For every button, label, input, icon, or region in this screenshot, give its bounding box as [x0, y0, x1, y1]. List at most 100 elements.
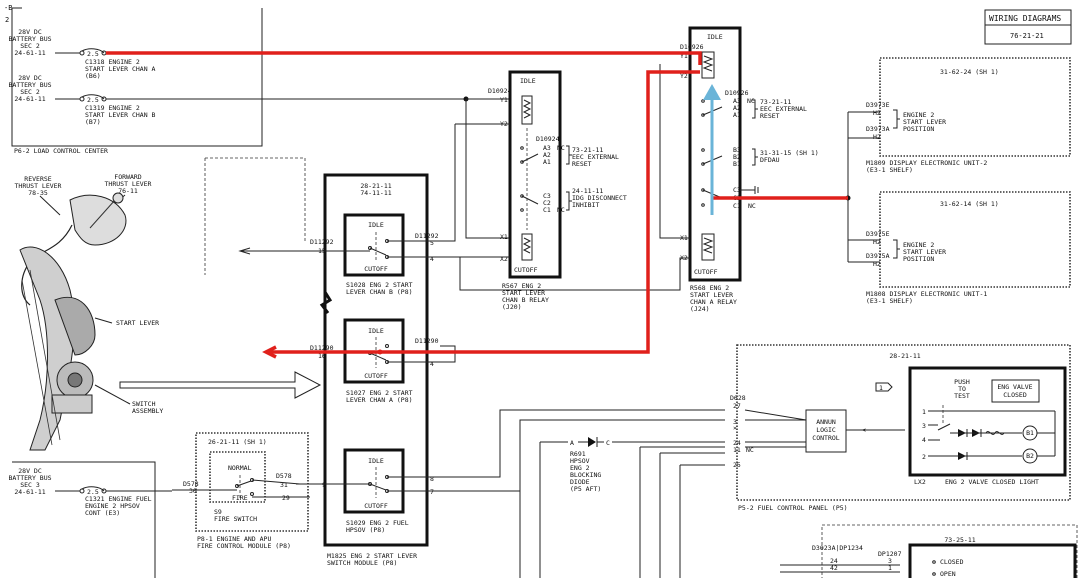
svg-text:LEVER CHAN B (P8): LEVER CHAN B (P8): [346, 288, 413, 296]
svg-text:31-62-24 (SH 1): 31-62-24 (SH 1): [940, 68, 999, 76]
svg-text:31-62-14 (SH 1): 31-62-14 (SH 1): [940, 200, 999, 208]
svg-text:S1028 ENG 2 START: S1028 ENG 2 START: [346, 281, 413, 289]
svg-text:P8-1 ENGINE AND APU: P8-1 ENGINE AND APU: [197, 535, 271, 543]
svg-text:31-31-15 (SH 1): 31-31-15 (SH 1): [760, 149, 819, 157]
svg-text:START LEVER: START LEVER: [690, 291, 733, 299]
svg-text:16: 16: [318, 352, 326, 360]
svg-text:BATTERY BUS: BATTERY BUS: [8, 474, 51, 482]
svg-text:H2: H2: [873, 109, 881, 117]
svg-text:(P5 AFT): (P5 AFT): [570, 485, 601, 493]
svg-text:SEC 2: SEC 2: [20, 42, 40, 50]
svg-text:CUTOFF: CUTOFF: [364, 502, 388, 510]
svg-text:TO: TO: [958, 385, 966, 393]
svg-text:4: 4: [922, 436, 926, 444]
switch-module-m1825: 28-21-11 74-11-11 M1825 ENG 2 START LEVE…: [238, 173, 440, 567]
svg-text:B1: B1: [1026, 429, 1034, 437]
svg-text:24-61-11: 24-61-11: [14, 95, 45, 103]
svg-text:DFDAU: DFDAU: [760, 156, 780, 164]
svg-text:D3973A: D3973A: [866, 125, 890, 133]
svg-text:76-11: 76-11: [118, 187, 138, 195]
svg-text:M1808 DISPLAY ELECTRONIC UNIT: M1808 DISPLAY ELECTRONIC UNIT-1: [866, 290, 987, 298]
svg-text:LOGIC: LOGIC: [816, 426, 836, 434]
svg-text:P5-2 FUEL CONTROL PANEL (P5: P5-2 FUEL CONTROL PANEL (P5): [738, 504, 848, 512]
svg-text:REVERSE: REVERSE: [24, 175, 51, 183]
svg-text:S1027 ENG 2 START: S1027 ENG 2 START: [346, 389, 413, 397]
svg-text:BLOCKING: BLOCKING: [570, 471, 601, 479]
fire-control-module: 26-21-11 (SH 1) NORMAL FIRE S9 FIRE SWIT…: [172, 432, 310, 550]
svg-text:30: 30: [189, 487, 197, 495]
svg-text:1: 1: [879, 384, 883, 392]
svg-text:PUSH: PUSH: [954, 378, 970, 386]
svg-text:2.5: 2.5: [87, 96, 99, 104]
svg-text:ENGINE 2: ENGINE 2: [903, 241, 934, 249]
svg-text:IDG DISCONNECT: IDG DISCONNECT: [572, 194, 627, 202]
svg-text:C3: C3: [543, 192, 551, 200]
svg-text:BATTERY BUS: BATTERY BUS: [8, 81, 51, 89]
svg-text:NC: NC: [746, 446, 754, 454]
svg-text:11: 11: [733, 446, 741, 454]
svg-text:START LEVER CHAN A: START LEVER CHAN A: [85, 65, 156, 73]
svg-text:D578: D578: [276, 472, 292, 480]
svg-text:ASSEMBLY: ASSEMBLY: [132, 407, 163, 415]
svg-text:ENGINE 2 HPSOV: ENGINE 2 HPSOV: [85, 502, 140, 510]
svg-text:SWITCH MODULE (P8): SWITCH MODULE (P8): [327, 559, 397, 567]
svg-text:28V DC: 28V DC: [18, 467, 42, 475]
svg-text:TEST: TEST: [954, 392, 970, 400]
chapter-ref: 76-21-21: [1010, 32, 1044, 40]
svg-text:D11292: D11292: [310, 238, 334, 246]
svg-text:FORWARD: FORWARD: [114, 173, 141, 181]
svg-text:C1319 ENGINE 2: C1319 ENGINE 2: [85, 104, 140, 112]
svg-text:D10924: D10924: [488, 87, 512, 95]
svg-text:C2: C2: [543, 199, 551, 207]
svg-text:8: 8: [430, 475, 434, 483]
svg-text:25: 25: [733, 461, 741, 469]
hpsov-blocking-diode: A C R691 HPSOV ENG 2 BLOCKING DIODE (P5 …: [540, 437, 725, 493]
svg-text:LEVER CHAN A (P8): LEVER CHAN A (P8): [346, 396, 413, 404]
svg-text:74-11-11: 74-11-11: [360, 189, 391, 197]
svg-text:C1: C1: [733, 202, 741, 210]
svg-text:DIODE: DIODE: [570, 478, 590, 486]
svg-text:NORMAL: NORMAL: [228, 464, 252, 472]
svg-text:THRUST LEVER: THRUST LEVER: [105, 180, 152, 188]
svg-text:27: 27: [733, 402, 741, 410]
display-electronic-unit-1: 31-62-14 (SH 1) D3975E H2 D3975A H2 ENGI…: [866, 191, 1071, 305]
svg-text:31: 31: [280, 481, 288, 489]
title-block: WIRING DIAGRAMS 76-21-21: [984, 9, 1072, 45]
svg-text:ANNUN: ANNUN: [816, 418, 836, 426]
svg-text:ENGINE 2: ENGINE 2: [903, 111, 934, 119]
svg-text:CLOSED: CLOSED: [1003, 391, 1027, 399]
svg-text:H2: H2: [873, 133, 881, 141]
svg-text:EEC EXTERNAL: EEC EXTERNAL: [572, 153, 619, 161]
svg-text:B1: B1: [733, 160, 741, 168]
svg-text:CHAN B RELAY: CHAN B RELAY: [502, 296, 549, 304]
load-center-label: P6-2 LOAD CONTROL CENTER: [14, 147, 108, 155]
svg-text:START LEVER: START LEVER: [903, 118, 946, 126]
svg-text:Y1: Y1: [500, 96, 508, 104]
svg-text:(B6): (B6): [85, 72, 101, 80]
svg-text:THRUST LEVER: THRUST LEVER: [15, 182, 62, 190]
svg-text:INHIBIT: INHIBIT: [572, 201, 599, 209]
svg-text:X2: X2: [500, 255, 508, 263]
svg-text:4: 4: [430, 360, 434, 368]
svg-text:D578: D578: [183, 480, 199, 488]
svg-text:5: 5: [430, 239, 434, 247]
svg-text:29: 29: [282, 494, 290, 502]
svg-text:FIRE CONTROL MODULE (P8): FIRE CONTROL MODULE (P8): [197, 542, 291, 550]
svg-text:28-21-11: 28-21-11: [889, 352, 920, 360]
svg-text:ENG 2: ENG 2: [570, 464, 590, 472]
svg-text:D3975E: D3975E: [866, 230, 890, 238]
svg-text:CUTOFF: CUTOFF: [364, 265, 388, 273]
svg-text:RESET: RESET: [760, 112, 780, 120]
svg-text:4: 4: [430, 255, 434, 263]
start-lever-label: START LEVER: [116, 319, 159, 327]
bottom-right-circuit: 73-25-11 D3023A|DP1234 DP1207 24 42 3 1 …: [780, 524, 1078, 578]
svg-text:M1825 ENG 2 START LEVER: M1825 ENG 2 START LEVER: [327, 552, 417, 560]
svg-text:2: 2: [922, 453, 926, 461]
svg-text:D3023A|DP1234: D3023A|DP1234: [812, 544, 863, 552]
svg-text:24: 24: [830, 557, 838, 565]
svg-text:M1809 DISPLAY ELECTRONIC UNIT: M1809 DISPLAY ELECTRONIC UNIT-2: [866, 159, 987, 167]
svg-text:D3975A: D3975A: [866, 252, 890, 260]
svg-text:H2: H2: [873, 238, 881, 246]
